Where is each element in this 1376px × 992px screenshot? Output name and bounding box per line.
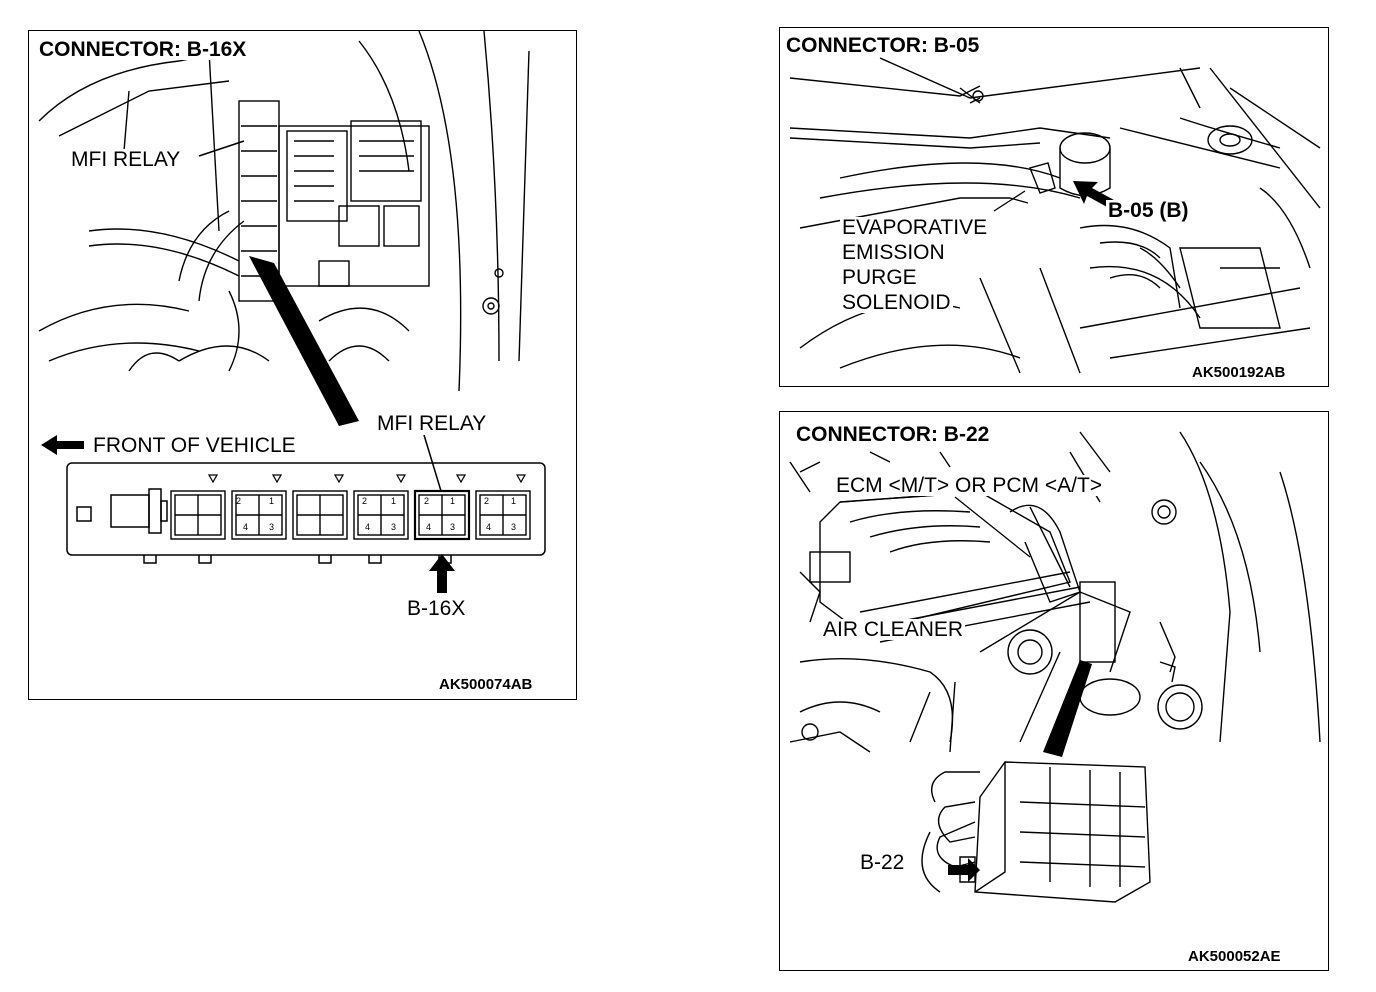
connector-label-b16x: B-16X <box>405 597 468 620</box>
pin-label: 1 <box>391 496 397 506</box>
component-label-ecm-pcm: ECM <M/T> OR PCM <A/T> <box>834 474 1105 497</box>
pin-label: 4 <box>243 522 249 532</box>
panel-connector-b16x: CONNECTOR: B-16X MFI RELAY FRONT OF VEHI… <box>28 30 577 700</box>
front-of-vehicle-label: FRONT OF VEHICLE <box>91 434 298 457</box>
engine-bay-drawing-b16x <box>38 31 546 593</box>
panel-title: CONNECTOR: B-16X <box>37 38 249 61</box>
component-label-line: PURGE <box>840 266 919 289</box>
relay-5-mfi <box>413 489 471 541</box>
pin-label: 3 <box>450 522 456 532</box>
pin-label: 2 <box>484 496 490 506</box>
pin-label: 4 <box>365 522 371 532</box>
mfi-relay-label: MFI RELAY <box>69 148 183 171</box>
relay-3 <box>292 490 348 540</box>
pin-label: 3 <box>511 522 517 532</box>
figure-code: AK500074AB <box>439 676 533 693</box>
component-label-line: EMISSION <box>840 241 947 264</box>
pin-label: 3 <box>269 522 275 532</box>
pin-label: 1 <box>511 496 517 506</box>
panel-title: CONNECTOR: B-05 <box>784 34 982 57</box>
connector-label-b05: B-05 (B) <box>1106 199 1191 222</box>
panel-title: CONNECTOR: B-22 <box>794 423 992 446</box>
pin-label: 4 <box>486 522 492 532</box>
connector-label-b22: B-22 <box>860 851 905 874</box>
relay-row <box>170 489 531 541</box>
relay-6 <box>475 490 531 540</box>
pin-label: 3 <box>391 522 397 532</box>
pin-label: 4 <box>426 522 432 532</box>
mfi-relay-detail-label: MFI RELAY <box>375 412 489 435</box>
relay-4 <box>353 490 409 540</box>
pin-label: 2 <box>236 496 242 506</box>
air-cleaner-label: AIR CLEANER <box>821 618 966 641</box>
relay-2 <box>231 490 287 540</box>
component-label-line: EVAPORATIVE <box>840 216 990 239</box>
relay-1 <box>170 490 226 540</box>
panel-connector-b05: CONNECTOR: B-05 B-05 (B) EVAPORATIVE EMI… <box>779 27 1329 387</box>
pin-label: 1 <box>450 496 456 506</box>
pin-label: 2 <box>424 496 430 506</box>
component-label-line: SOLENOID <box>840 291 953 314</box>
figure-code: AK500052AE <box>1188 948 1281 965</box>
pin-label: 2 <box>362 496 368 506</box>
panel-connector-b22: CONNECTOR: B-22 ECM <M/T> OR PCM <A/T> A… <box>779 411 1329 971</box>
engine-bay-drawing-b05 <box>789 57 1321 374</box>
engine-bay-drawing-b22 <box>789 431 1321 903</box>
pin-label: 1 <box>269 496 275 506</box>
figure-code: AK500192AB <box>1192 364 1286 381</box>
